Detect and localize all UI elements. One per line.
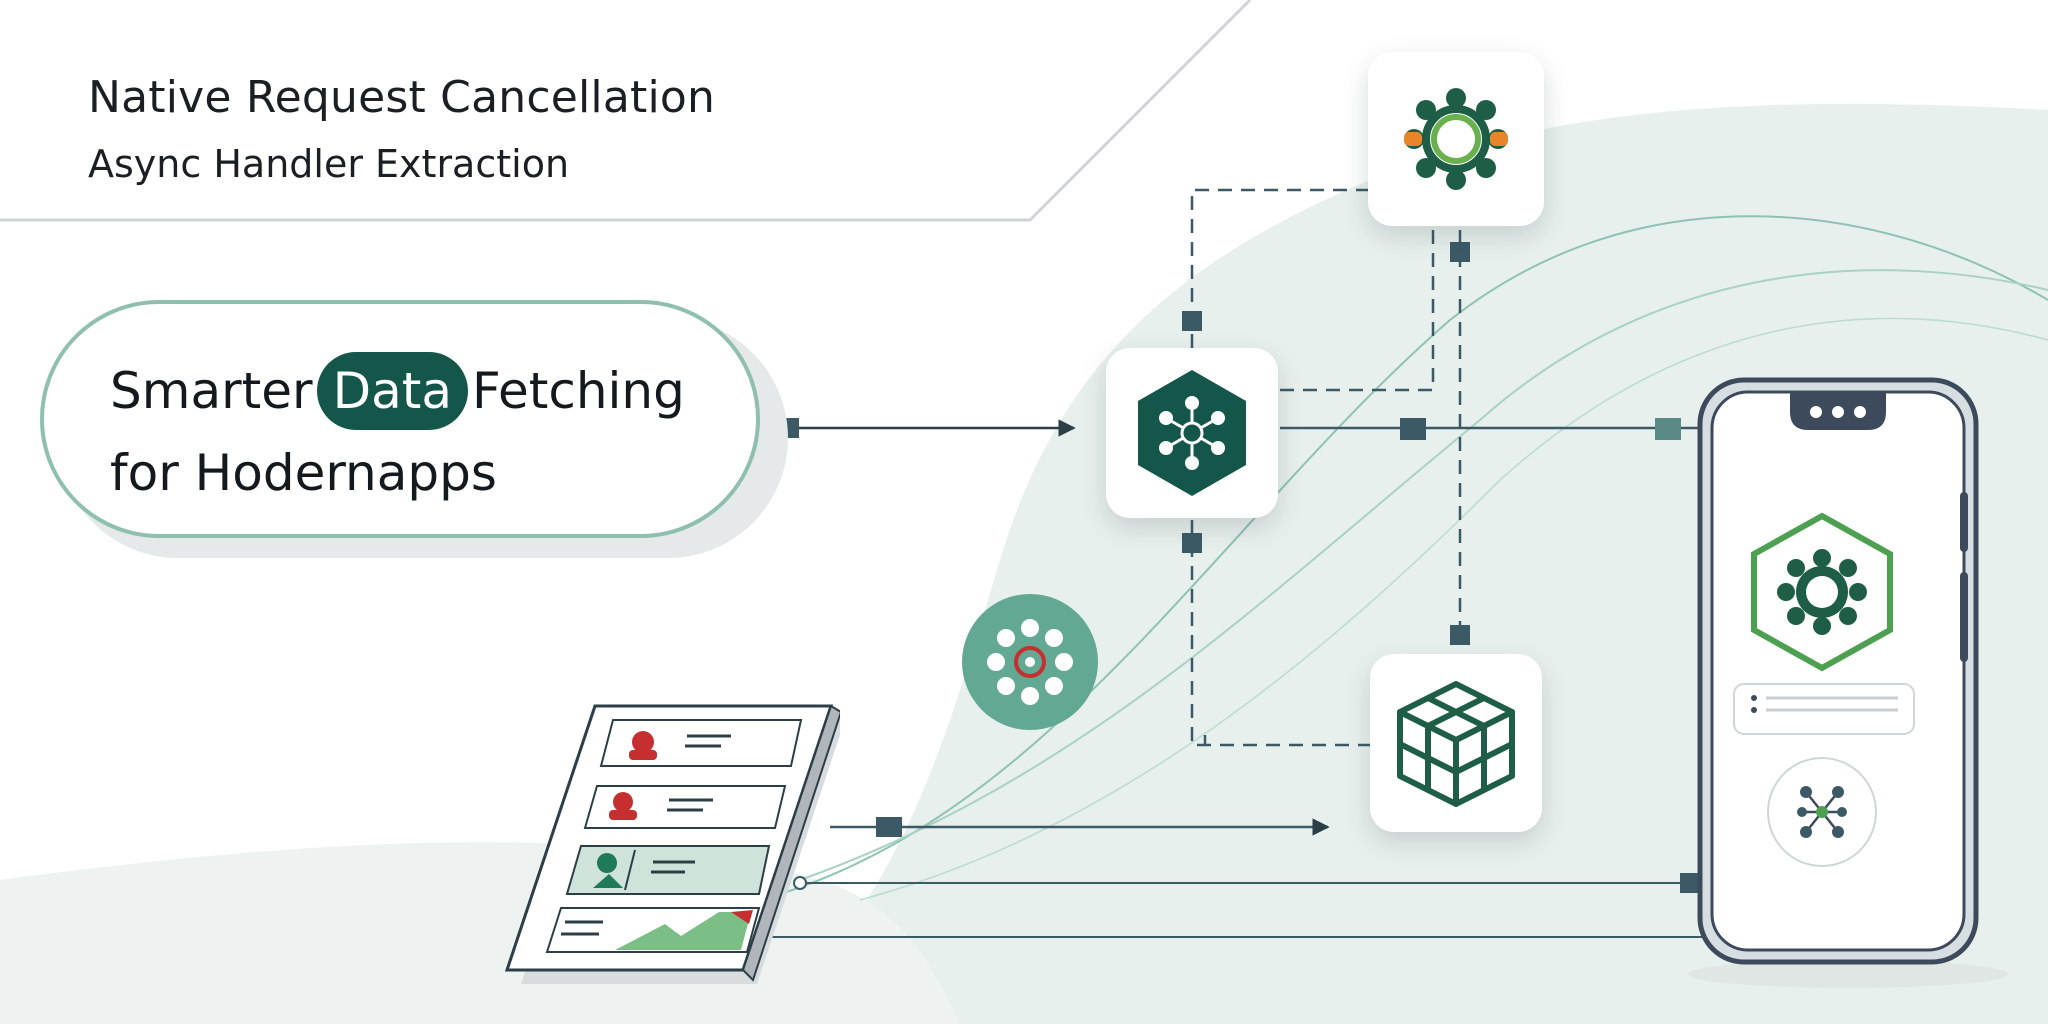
list-item-3: [565, 845, 771, 895]
virus-badge-icon: [962, 594, 1098, 730]
flow-curve-1: [759, 215, 2048, 901]
dashed-link-top-vertical-1: [1280, 230, 1435, 392]
connector-node: [1400, 418, 1426, 440]
connector-node: [876, 817, 902, 837]
page-subtitle: Async Handler Extraction: [88, 142, 570, 186]
virus-gear-icon: [1404, 88, 1508, 190]
connector-node: [1182, 533, 1202, 553]
gear-hexagon-icon: [1751, 512, 1893, 672]
headline-highlight-badge: Data: [316, 352, 468, 430]
headline-word-before: Smarter: [110, 362, 313, 420]
connector-node: [1450, 625, 1470, 645]
phone-device: [1688, 377, 2008, 988]
dashed-link-top: [1190, 188, 1368, 348]
list-item-1: [599, 719, 803, 767]
page-title: Native Request Cancellation: [88, 72, 716, 123]
user-list-document-icon: [505, 704, 840, 984]
top-icon-card[interactable]: [1368, 52, 1544, 226]
headline-line-2: for Hodernapps: [110, 444, 497, 502]
cube-grid-icon: [1397, 681, 1515, 807]
headline-word-after: Fetching: [471, 362, 685, 420]
flow-curve-2: [799, 269, 2048, 881]
hexagon-network-icon: [1138, 370, 1246, 496]
connector-endpoint: [793, 876, 807, 890]
phone-input-row: [1733, 683, 1915, 735]
connector-node: [1655, 418, 1681, 440]
flow-curve-3: [859, 317, 2048, 901]
header-divider: [0, 0, 1252, 222]
bottom-icon-card[interactable]: [1370, 654, 1542, 832]
dashed-link-bottom: [1190, 520, 1370, 747]
connector-node: [1450, 242, 1470, 262]
list-item-2: [583, 785, 787, 829]
list-item-chart: [545, 907, 761, 953]
center-icon-card[interactable]: [1106, 348, 1278, 518]
connector-node: [1182, 311, 1202, 331]
network-nodes-icon: [1767, 757, 1877, 867]
